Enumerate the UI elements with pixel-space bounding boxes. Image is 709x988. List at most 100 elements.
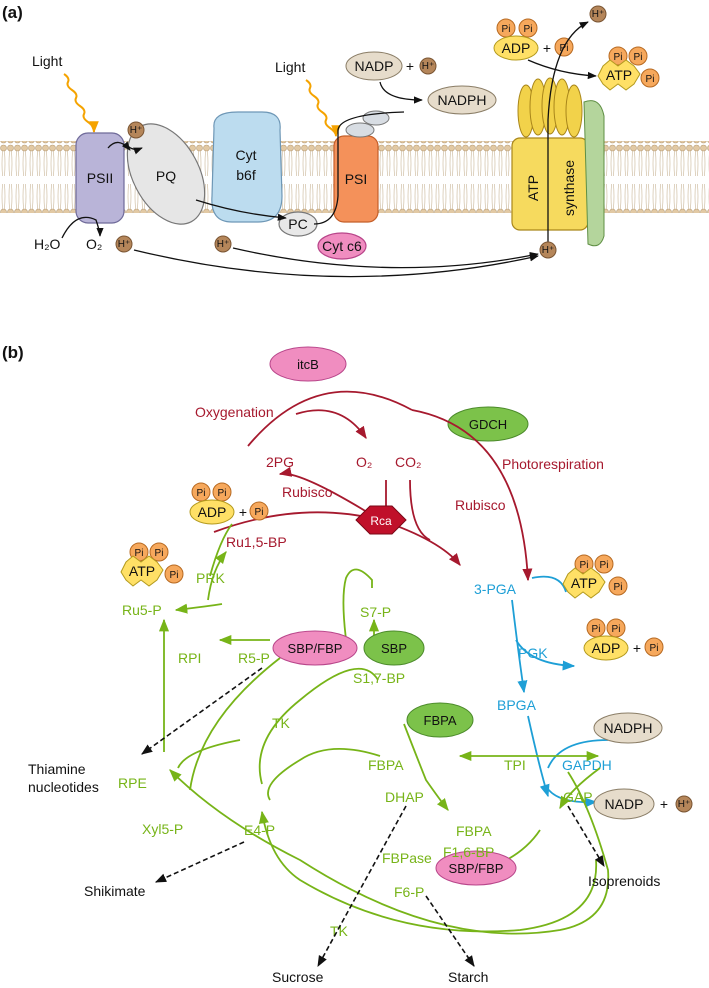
co2-rubisco-line [409,479,431,541]
proton-lumen-2 [214,235,232,253]
atp-b1 [120,542,184,587]
calvin-cycle-arrows [158,568,610,935]
pgk-arrow [511,599,528,694]
proton-synthase [539,241,557,259]
proton-translocation-arrow [547,21,589,258]
rca-label: Rca [370,514,392,528]
photorespiration-arrow [411,409,533,582]
prk-label: PRK [196,570,225,586]
cyt-b6f-complex [211,111,283,223]
light-arrow-psii [63,73,99,134]
atp-synthase-stator [583,100,605,247]
e4p-label: E4-P [244,822,275,838]
fbpa-label-1: FBPA [368,757,404,773]
adp-b2-label: ADP [592,640,621,656]
proton-pq-label: H⁺ [130,125,143,136]
atp-b2 [562,554,628,599]
thiamine-label-2: nucleotides [28,779,99,795]
rca-enzyme [355,505,407,535]
atp-synthase-label-1: ATP [525,175,541,201]
itcb-enzyme [269,346,347,382]
itcb-label: itcB [297,357,319,372]
atp-to-pgk [531,575,567,593]
proton-flow-arrow-1 [133,249,539,278]
dhap-label: DHAP [385,789,424,805]
psii-label: PSII [87,170,113,186]
f16bp-label: F1,6-BP [443,844,494,860]
adp-a-pi1: Pi [502,24,511,35]
ru5p-label: Ru5-P [122,602,162,618]
cyt-b6f-label-1: Cyt [236,147,257,163]
pc-to-psi-arrow [313,111,405,225]
oxygenation-label: Oxygenation [195,404,274,420]
adp-a [493,18,539,61]
atp-a-pi3: Pi [646,74,655,85]
tk2-label: TK [330,923,349,939]
nadp-b-label: NADP [605,796,644,812]
gapdh-label: GAPDH [562,757,612,773]
rubisco-label-1: Rubisco [282,484,333,500]
atp-b2-pi3: Pi [614,582,623,593]
pi-b1-label: Pi [255,507,264,518]
gdch-label: GDCH [469,417,507,432]
atp-a-pi2: Pi [634,52,643,63]
fbpa-enzyme [406,702,474,738]
atp-a-label: ATP [606,67,632,83]
proton-lumen-1-label: H⁺ [118,239,131,250]
ru15bp-label: Ru1,5-BP [226,534,287,550]
atp-a-pi1: Pi [614,52,623,63]
adp-a-label: ADP [502,40,531,56]
fbpa-enzyme-label: FBPA [424,713,457,728]
light-arrow-psi [305,79,341,138]
adp-b2-pi1: Pi [592,624,601,635]
nadp-a-label: NADP [355,58,394,74]
proton-a1 [419,57,437,75]
gdch-enzyme [447,406,529,442]
pgk-to-adp [515,639,576,671]
nadph-a-label: NADPH [437,92,486,108]
nadph-to-gapdh [547,739,609,769]
water-label: H₂O [34,236,61,252]
sbpfbp-enzyme-2 [435,850,517,886]
cyt-b6f-label-2: b6f [236,167,256,183]
proton-a1-label: H⁺ [422,61,435,72]
psii-pq-arrow [107,141,131,151]
atp-b2-pi1: Pi [580,560,589,571]
fbpa-label-2: FBPA [456,823,492,839]
sbpfbp-label-2: SBP/FBP [449,861,504,876]
proton-b [675,795,693,813]
light-label-1: Light [32,53,62,69]
photorespiration-label: Photorespiration [502,456,604,472]
plus-b1: + [239,504,247,520]
water-split-arrow [61,216,104,239]
nadph-b [593,712,663,744]
plus-b3: + [660,796,668,812]
proton-a-out-label: H⁺ [592,9,605,20]
proton-lumen-2-label: H⁺ [217,239,230,250]
thiamine-label-1: Thiamine [28,761,86,777]
nadp-b [593,788,655,820]
gap-label: GAP [563,789,593,805]
rubisco-oxygenation-arrow [278,466,381,521]
adp-b2-pi2: Pi [612,624,621,635]
co2-label: CO₂ [395,454,421,470]
adp-b2 [583,618,629,661]
sbpfbp-label-1: SBP/FBP [288,641,343,656]
light-label-2: Light [275,59,305,75]
proton-synthase-label: H⁺ [542,245,555,256]
prk-arrow [207,551,227,601]
r5p-label: R5-P [238,650,270,666]
plus-a2: + [543,40,551,56]
proton-lumen-1 [115,235,133,253]
plus-b2: + [633,640,641,656]
tk1-label: TK [272,715,291,731]
fbpase-label: FBPase [382,850,432,866]
adp-b1-pi1: Pi [197,488,206,499]
s7p-label: S7-P [360,604,391,620]
gapdh-arrow [527,715,550,798]
pc-label: PC [288,216,307,232]
psii-complex [75,132,125,224]
pg2-label: 2PG [266,454,294,470]
atp-b2-label: ATP [571,575,597,591]
